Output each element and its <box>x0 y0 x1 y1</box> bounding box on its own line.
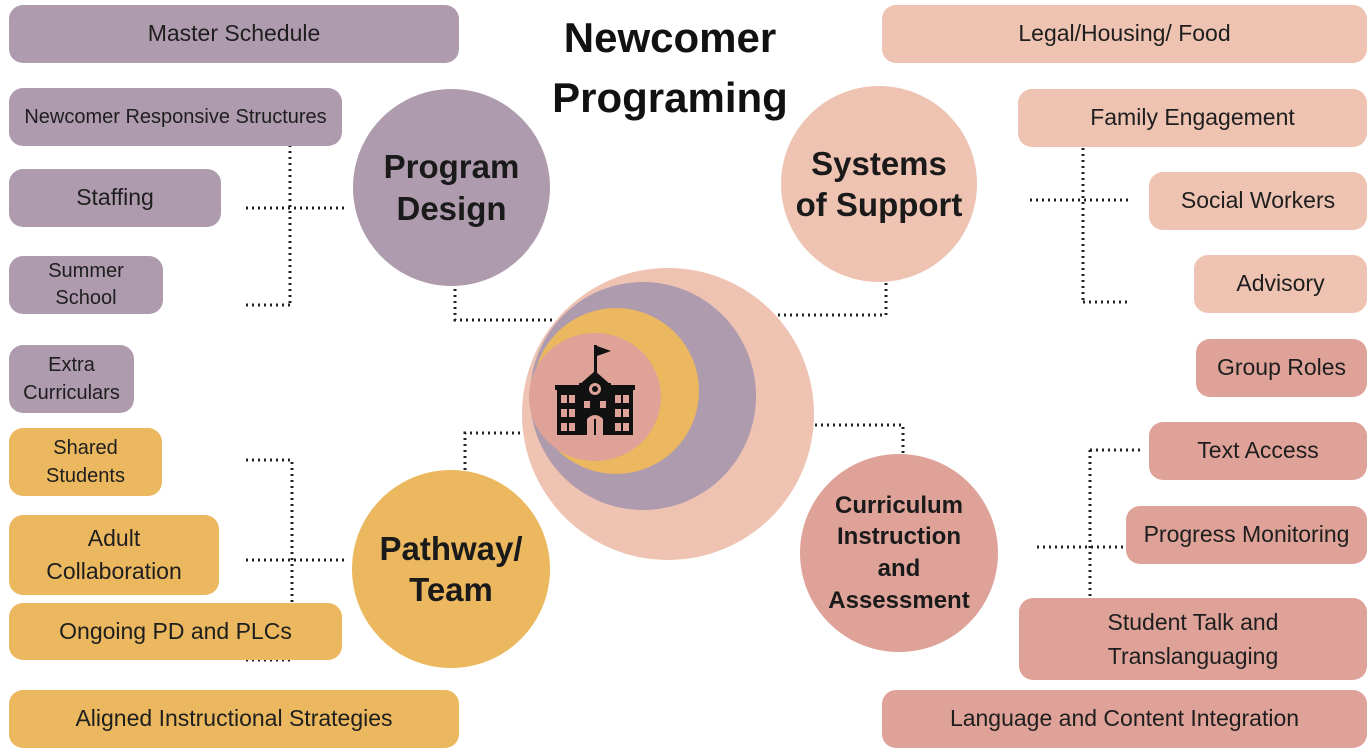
hub-systems-line-2: of Support <box>795 186 963 223</box>
hub-program-design: Program Design <box>353 89 550 286</box>
hub-pathway-line-1: Pathway/ <box>379 529 523 567</box>
item-language-content-label: Language and Content Integration <box>949 705 1300 732</box>
item-aligned-label: Aligned Instructional Strategies <box>75 705 393 732</box>
hub-curriculum-line-2: Instruction <box>836 523 961 551</box>
item-progress-label: Progress Monitoring <box>1143 521 1350 548</box>
item-master-schedule-label: Master Schedule <box>147 20 321 47</box>
page-title: Newcomer Programing <box>520 8 820 127</box>
hub-curriculum: Curriculum Instruction and Assessment <box>800 454 998 652</box>
hub-program-design-line-2: Design <box>396 189 507 227</box>
item-extra-curriculars: Extra Curriculars <box>9 345 134 413</box>
item-family-engagement: Family Engagement <box>1018 89 1367 147</box>
hub-curriculum-line-4: Assessment <box>828 586 970 614</box>
title-line-2: Programing <box>552 73 788 121</box>
item-adult-line-2: Collaboration <box>46 558 182 584</box>
hub-systems-of-support: Systems of Support <box>781 86 977 282</box>
item-ongoing-pd-label: Ongoing PD and PLCs <box>59 617 292 644</box>
item-aligned-strategies: Aligned Instructional Strategies <box>9 690 459 748</box>
item-staffing-label: Staffing <box>76 184 154 211</box>
item-progress-monitoring: Progress Monitoring <box>1126 506 1367 564</box>
systems-support-bracket <box>1030 148 1130 304</box>
pathway-bracket <box>246 458 345 662</box>
title-line-1: Newcomer <box>563 14 777 61</box>
hub-pathway-team: Pathway/ Team <box>352 470 550 668</box>
item-social-workers-label: Social Workers <box>1180 187 1336 214</box>
hub-curriculum-line-1: Curriculum <box>834 491 963 519</box>
hub-systems-line-1: Systems <box>811 144 947 182</box>
item-legal-label: Legal/Housing/ Food <box>1018 20 1231 47</box>
item-adult-collaboration: Adult Collaboration <box>9 515 219 595</box>
item-group-roles-label: Group Roles <box>1216 354 1347 381</box>
item-extra-line-2: Curriculars <box>23 382 120 404</box>
item-family-label: Family Engagement <box>1090 104 1295 131</box>
item-group-roles: Group Roles <box>1196 339 1367 397</box>
item-text-access: Text Access <box>1149 422 1367 480</box>
program-design-bracket <box>246 145 345 307</box>
item-shared-line-1: Shared <box>53 437 118 459</box>
school-building-icon <box>555 345 635 435</box>
item-text-access-label: Text Access <box>1197 437 1319 464</box>
item-student-talk: Student Talk and Translanguaging <box>1019 598 1367 680</box>
hub-curriculum-line-3: and <box>877 555 921 582</box>
item-staffing: Staffing <box>9 169 221 227</box>
item-shared-students: Shared Students <box>9 428 162 496</box>
item-summer-school-label: Summer School <box>48 260 124 309</box>
hub-pathway-line-2: Team <box>409 571 493 608</box>
hub-program-design-line-1: Program <box>383 148 520 186</box>
item-responsive-structures-label: Newcomer Responsive Structures <box>24 105 327 128</box>
item-advisory: Advisory <box>1194 255 1367 313</box>
item-social-workers: Social Workers <box>1149 172 1367 230</box>
item-adult-line-1: Adult <box>87 524 141 551</box>
curriculum-bracket <box>1037 448 1140 600</box>
item-student-talk-line-2: Translanguaging <box>1107 643 1279 669</box>
item-language-content: Language and Content Integration <box>882 690 1367 748</box>
item-legal-housing-food: Legal/Housing/ Food <box>882 5 1367 63</box>
item-summer-school: Summer School <box>9 256 163 314</box>
item-extra-line-1: Extra <box>48 354 95 376</box>
item-master-schedule: Master Schedule <box>9 5 459 63</box>
item-newcomer-responsive-structures: Newcomer Responsive Structures <box>9 88 342 146</box>
item-shared-line-2: Students <box>46 465 125 487</box>
item-advisory-label: Advisory <box>1236 270 1325 297</box>
item-student-talk-line-1: Student Talk and <box>1107 608 1279 635</box>
item-ongoing-pd: Ongoing PD and PLCs <box>9 603 342 660</box>
